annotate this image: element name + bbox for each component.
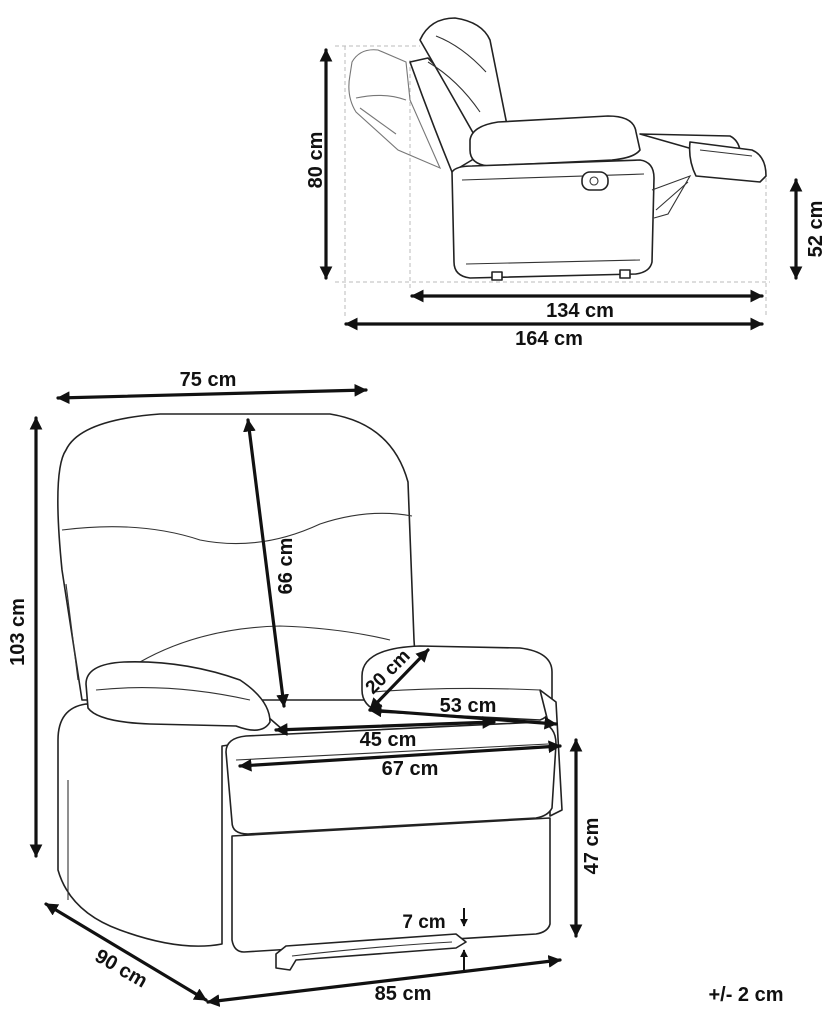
- side-footrest: [639, 133, 767, 219]
- clearance-label: 7 cm: [402, 912, 445, 933]
- inner-width-label: 67 cm: [382, 758, 439, 780]
- tolerance-label: +/- 2 cm: [708, 984, 783, 1006]
- seat-depth-label: 53 cm: [440, 695, 497, 717]
- footrest-height-label: 52 cm: [805, 201, 827, 258]
- base-width-label: 85 cm: [375, 983, 432, 1005]
- seat-height-label: 47 cm: [581, 818, 603, 875]
- seat-width-label: 45 cm: [360, 729, 417, 751]
- width-label: 75 cm: [180, 369, 237, 391]
- total-height-label: 103 cm: [7, 598, 29, 666]
- backrest-height-label: 66 cm: [275, 538, 297, 595]
- height-label: 80 cm: [305, 132, 327, 189]
- full-depth-label: 164 cm: [515, 328, 583, 350]
- side-view-drawing: 80 cm 52 cm 134 cm 164 cm: [305, 17, 827, 350]
- depth-label: 90 cm: [91, 945, 151, 992]
- front-leg-rest: [231, 817, 551, 953]
- reclined-depth-label: 134 cm: [546, 300, 614, 322]
- side-body: [451, 115, 655, 281]
- front-view-drawing: 75 cm 103 cm 66 cm 20 cm 53 cm 45 cm 67 …: [7, 369, 603, 1007]
- recline-lever-icon: [581, 171, 609, 191]
- front-backrest: [57, 413, 419, 701]
- ghost-backrest: [348, 49, 442, 170]
